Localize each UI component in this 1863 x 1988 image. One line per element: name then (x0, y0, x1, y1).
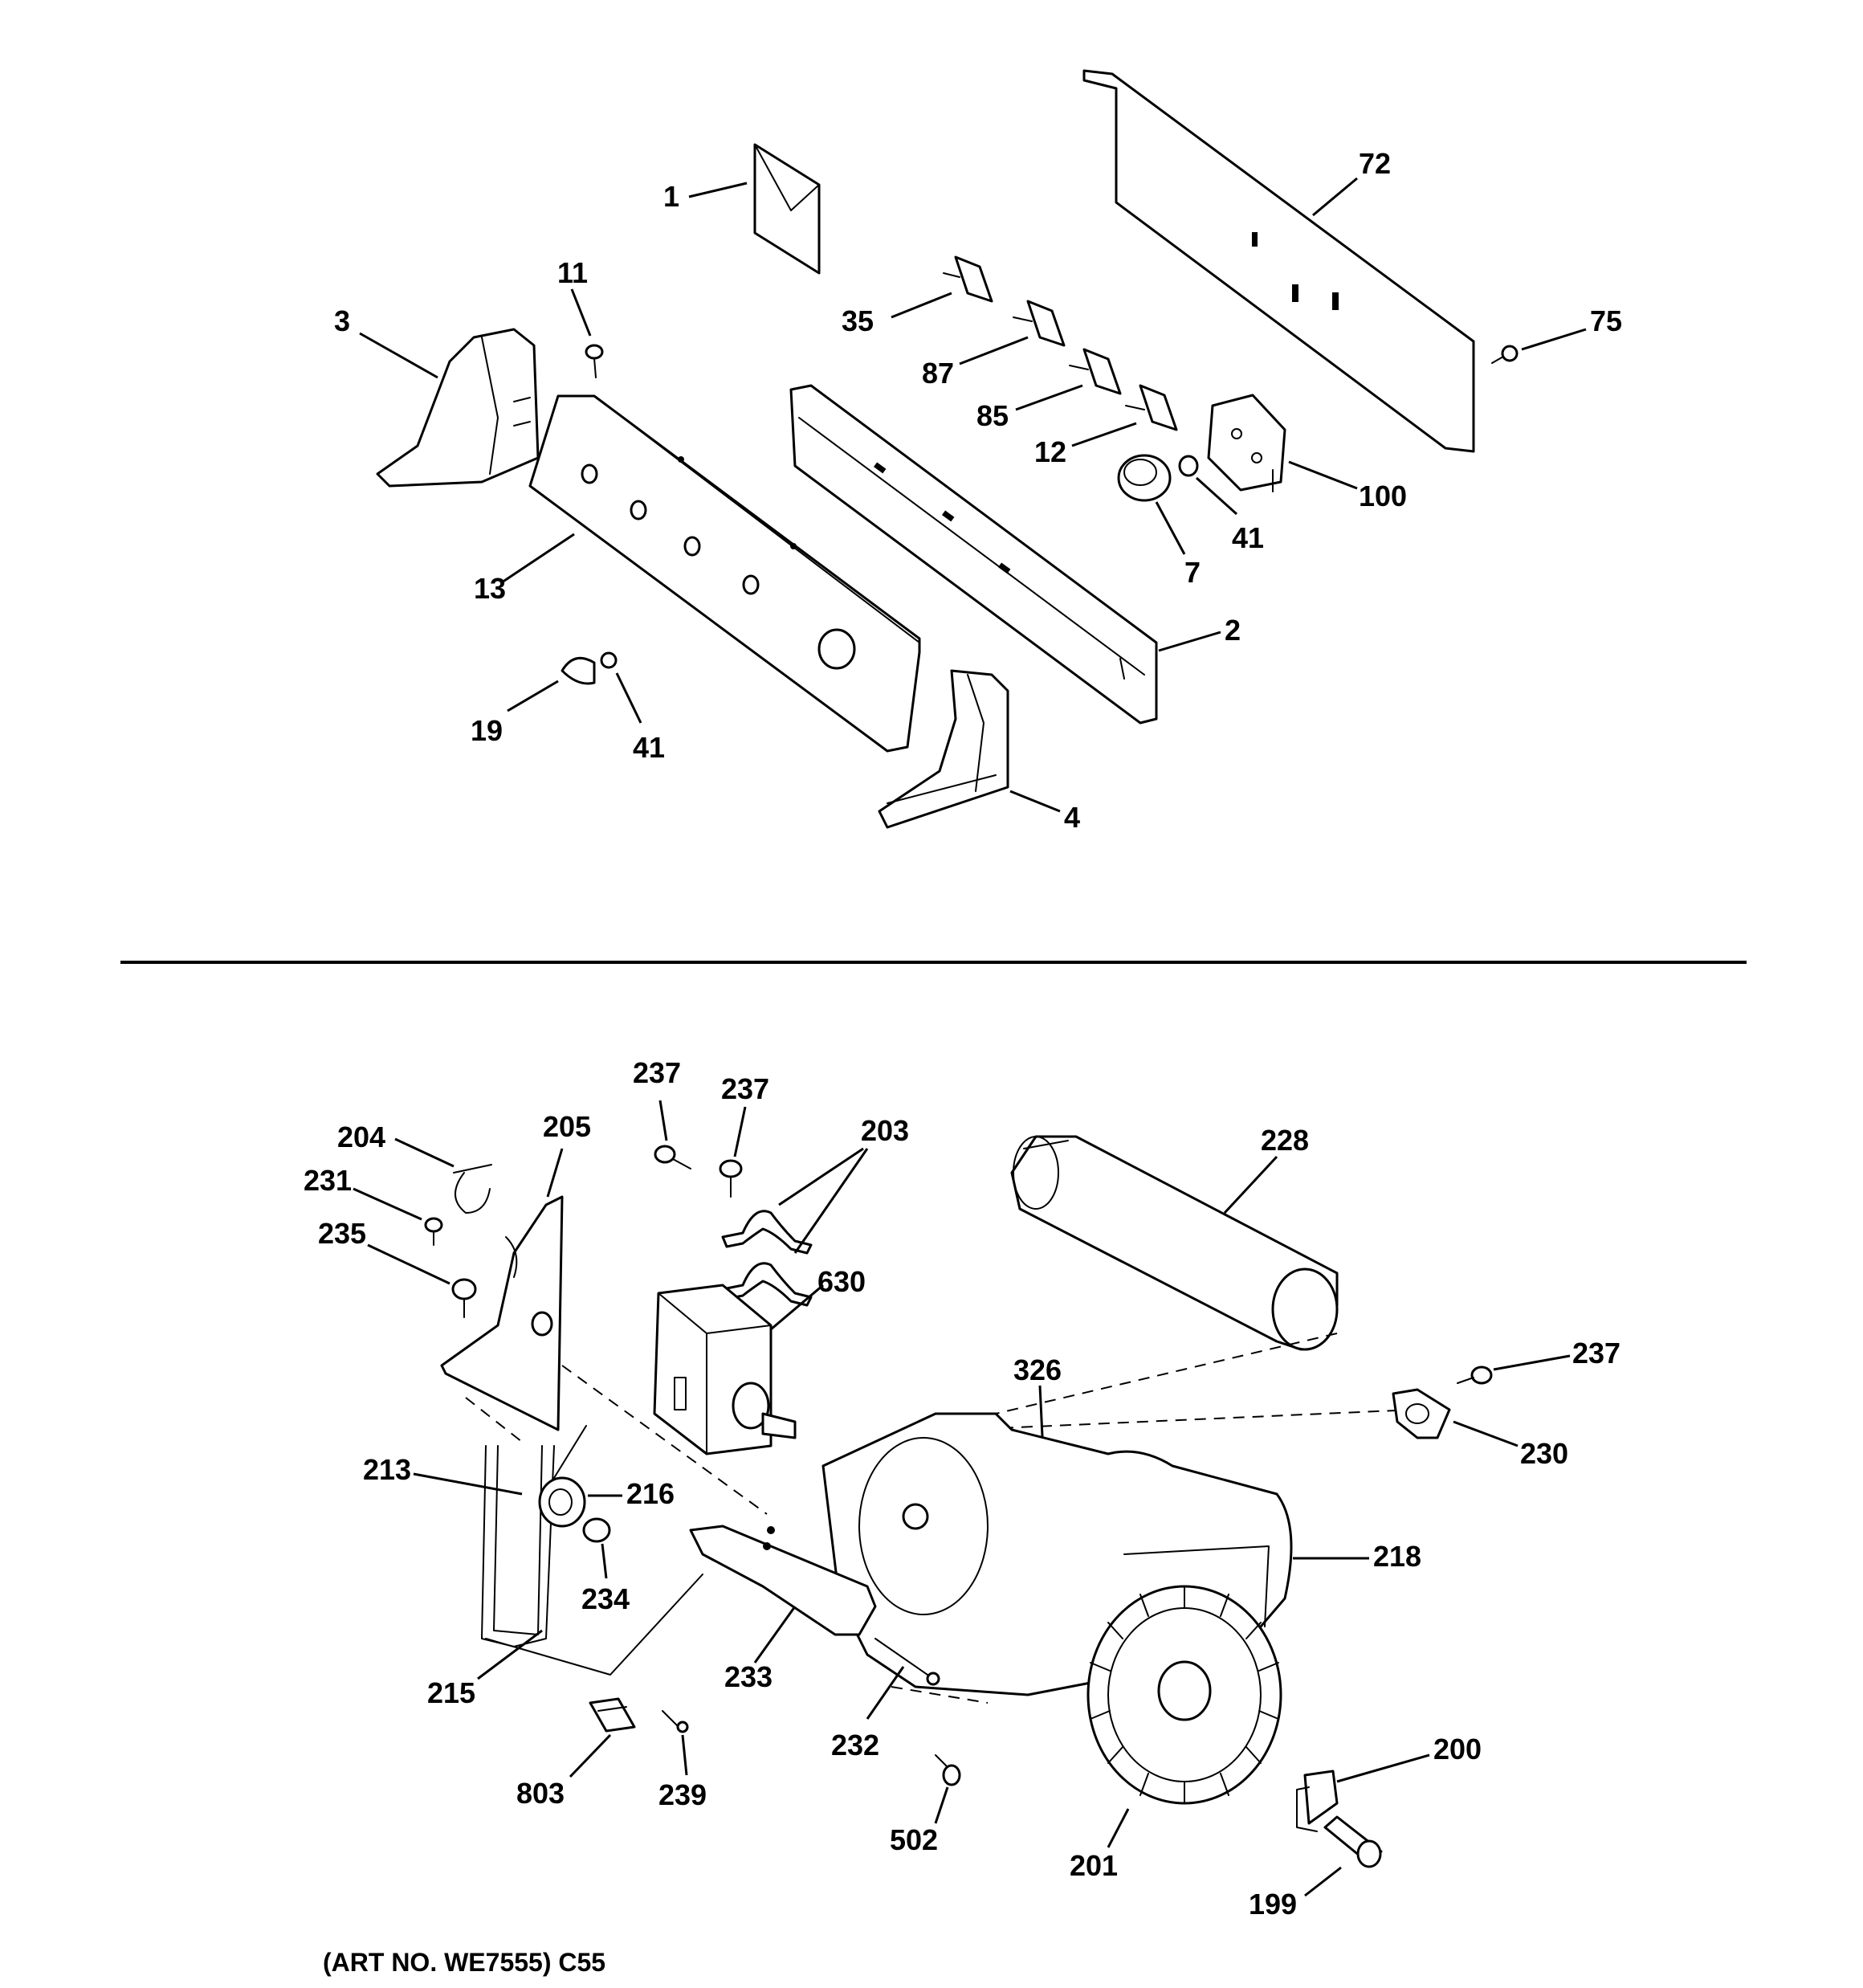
callout-11: 11 (557, 256, 588, 289)
callout-85: 85 (976, 399, 1009, 432)
callout-237-a: 237 (633, 1056, 681, 1089)
part-75-screw (1491, 345, 1519, 364)
part-630-motor (653, 1284, 797, 1455)
callout-12: 12 (1034, 435, 1066, 468)
callout-200: 200 (1433, 1733, 1482, 1766)
part-502-screw (935, 1754, 961, 1786)
callout-199: 199 (1249, 1888, 1297, 1921)
callout-237-c: 237 (1572, 1337, 1620, 1370)
callout-630: 630 (817, 1265, 866, 1298)
callout-41-lower: 41 (633, 731, 665, 764)
callout-203: 203 (861, 1114, 909, 1147)
callout-19: 19 (471, 714, 503, 747)
part-12-switch (1125, 384, 1178, 431)
alignment-line (995, 1333, 1338, 1414)
part-235-screw (451, 1278, 477, 1318)
callout-35: 35 (842, 304, 874, 337)
part-231-screw (424, 1217, 443, 1246)
part-237-screw-middle (719, 1159, 743, 1198)
part-228-duct (1010, 1135, 1339, 1351)
alignment-line (465, 1397, 523, 1443)
callout-228: 228 (1261, 1124, 1309, 1157)
part-2-support-channel (789, 384, 1158, 725)
callout-72: 72 (1359, 147, 1391, 180)
part-19-knob (561, 656, 596, 685)
part-201-blower-wheel (1086, 1585, 1282, 1805)
part-203-clamps (721, 1210, 813, 1307)
callout-239: 239 (658, 1778, 707, 1811)
callout-204: 204 (337, 1121, 385, 1153)
callout-235: 235 (318, 1217, 366, 1250)
callout-803: 803 (516, 1777, 565, 1810)
blower-fins (1090, 1586, 1279, 1804)
callout-216: 216 (626, 1477, 675, 1510)
callout-234: 234 (581, 1582, 630, 1615)
callout-233: 233 (724, 1660, 773, 1693)
part-237-screw-right (1457, 1365, 1493, 1385)
callout-4: 4 (1064, 801, 1080, 834)
callout-326: 326 (1013, 1353, 1062, 1386)
part-87-switch (1013, 300, 1066, 347)
callout-230: 230 (1520, 1437, 1568, 1470)
part-11-screw (585, 344, 604, 378)
part-234-nut (582, 1517, 611, 1543)
callout-2: 2 (1225, 614, 1241, 647)
part-41-insert-upper (1178, 455, 1199, 477)
callout-13: 13 (474, 572, 506, 605)
alignment-line (561, 1365, 768, 1515)
part-205-bracket (440, 1195, 564, 1431)
part-233-base-bracket (689, 1525, 877, 1636)
callout-237-b: 237 (721, 1072, 769, 1105)
part-215-idler-arm (485, 1574, 703, 1676)
part-239-screw (662, 1710, 689, 1733)
callout-232: 232 (831, 1729, 879, 1761)
part-35-switch (943, 255, 993, 303)
callout-502: 502 (890, 1823, 938, 1856)
part-3-end-cap-left (376, 328, 540, 488)
callout-213: 213 (363, 1453, 411, 1486)
part-230-bracket (1392, 1388, 1451, 1439)
callout-75: 75 (1590, 304, 1622, 337)
callout-87: 87 (922, 357, 954, 390)
part-803-connector (589, 1697, 636, 1733)
part-199-pin (1323, 1815, 1383, 1868)
callout-201: 201 (1070, 1849, 1118, 1882)
part-216-switch (538, 1425, 587, 1528)
part-237-screw-left (654, 1145, 691, 1170)
part-213-wire (481, 1445, 555, 1647)
callout-1: 1 (663, 180, 679, 213)
part-100-timer (1207, 394, 1286, 492)
callout-3: 3 (334, 304, 350, 337)
lower-assembly: 204 205 231 235 237 (304, 1056, 1620, 1921)
part-13-control-panel (528, 394, 921, 753)
callout-231: 231 (304, 1164, 352, 1197)
alignment-line (963, 1409, 1414, 1431)
part-41-insert-lower (600, 651, 618, 669)
art-number: (ART NO. WE7555) C55 (323, 1948, 606, 1977)
callout-215: 215 (427, 1676, 475, 1709)
callout-218: 218 (1373, 1540, 1421, 1573)
part-204-clip (453, 1164, 492, 1214)
callout-7: 7 (1184, 556, 1201, 589)
part-232-screw (874, 1638, 940, 1686)
part-72-rear-panel (1082, 69, 1475, 453)
part-200-clip (1296, 1770, 1339, 1832)
part-4-end-cap-right (878, 669, 1009, 829)
part-1-envelope (753, 143, 821, 275)
upper-assembly: 1 72 75 35 87 (334, 69, 1622, 834)
callout-41-upper: 41 (1232, 521, 1264, 554)
part-7-knob (1117, 454, 1172, 502)
alignment-line (891, 1686, 989, 1704)
part-85-switch (1069, 348, 1122, 395)
callout-205: 205 (543, 1110, 591, 1143)
callout-100: 100 (1359, 480, 1407, 512)
